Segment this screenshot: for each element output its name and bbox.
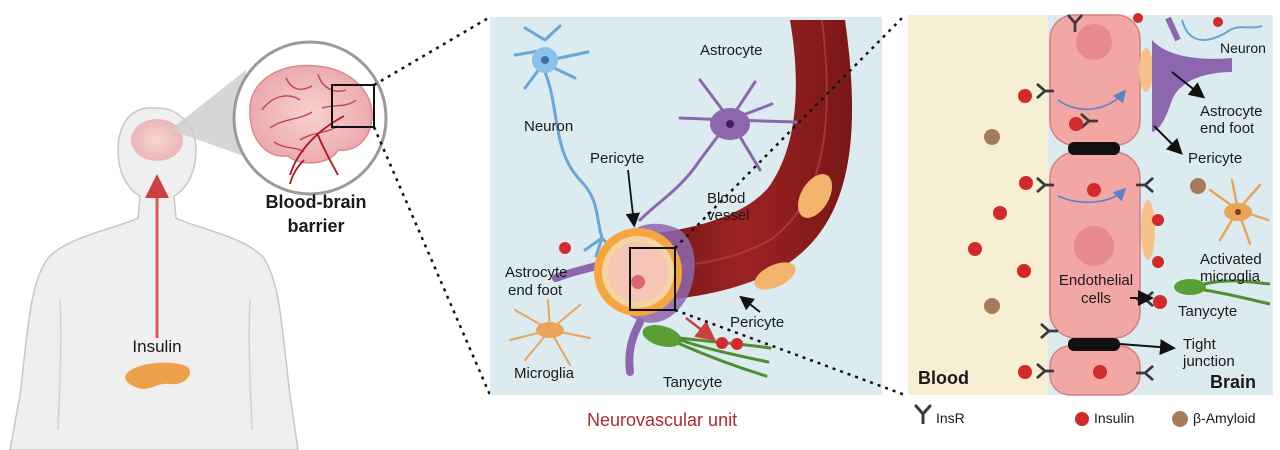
insulin-dot [716,337,728,349]
p3-endothelial-label-1: Endothelial [1058,272,1134,289]
zoom-cone [170,70,255,160]
p3-tight-label-1: Tight [1183,336,1216,353]
tight-junction [1068,142,1120,155]
p3-tanycyte-label: Tanycyte [1178,303,1238,320]
activated-microglia [1208,178,1270,246]
legend-insr-label: InsR [936,410,965,426]
brain-magnifier [232,40,388,196]
head-brain-icon [131,119,183,161]
tight-junction [1068,338,1120,351]
legend-insulin-label: Insulin [1094,410,1135,426]
p3-activated-label-1: Activated [1200,251,1262,268]
p3-endothelial-label-2: cells [1080,290,1111,307]
tanycyte-label: Tanycyte [663,374,723,391]
blood-vessel [630,20,853,300]
astro-foot-label-2: end foot [508,282,563,299]
insulin-dot [731,338,743,350]
blood-vessel-label-1: Blood [707,190,746,207]
insulin-label: Insulin [132,337,182,356]
p3-astro-label-1: Astrocyte [1200,103,1263,120]
human-figure [9,107,299,450]
astrocyte-cell [638,78,798,222]
zoom-line [674,308,906,397]
bbb-label-line2: barrier [287,216,345,236]
zoom-line [372,126,492,396]
pericyte-cell [754,262,796,290]
insr-legend-icon [914,404,932,424]
pericyte-top-label: Pericyte [590,150,645,167]
amyloid-plaques [984,129,1206,314]
legend-amyloid-label: β-Amyloid [1193,410,1256,426]
p3-tight-label-2: junction [1183,353,1235,370]
blood-vessel-label-2: vessel [707,207,750,224]
pancreas-icon [125,362,191,389]
zoom-line [674,14,906,249]
blood-side-label: Blood [918,368,969,388]
astrocyte-label: Astrocyte [700,42,763,59]
p3-pericyte-label: Pericyte [1188,150,1243,167]
pericyte-bottom-label: Pericyte [730,314,785,331]
neuron-label: Neuron [524,118,574,135]
neuron-cell [513,24,617,258]
insulin-dots [968,13,1223,379]
neurovascular-title: Neurovascular unit [587,410,738,430]
brain-side-label: Brain [1210,372,1257,392]
insulin-dot [559,242,571,254]
p3-neuron-label: Neuron [1220,40,1266,56]
tanycyte-cell [1174,279,1271,306]
astro-foot-label-1: Astrocyte [505,264,568,281]
bbb-label-line1: Blood-brain [265,192,367,212]
insulin-legend-icon [1075,412,1089,426]
amyloid-legend-icon [1172,411,1188,427]
tanycyte-cell [642,325,772,378]
microglia-label: Microglia [514,365,575,382]
p3-astro-label-2: end foot [1200,120,1255,137]
pericyte-cell [797,174,833,218]
zoom-line [373,15,491,87]
p3-activated-label-2: microglia [1200,268,1261,285]
neurovascular-panel [490,17,882,395]
microglia-cell [509,299,591,366]
bbb-detail-panel [908,13,1273,396]
astrocyte-end-foot [1152,40,1232,132]
